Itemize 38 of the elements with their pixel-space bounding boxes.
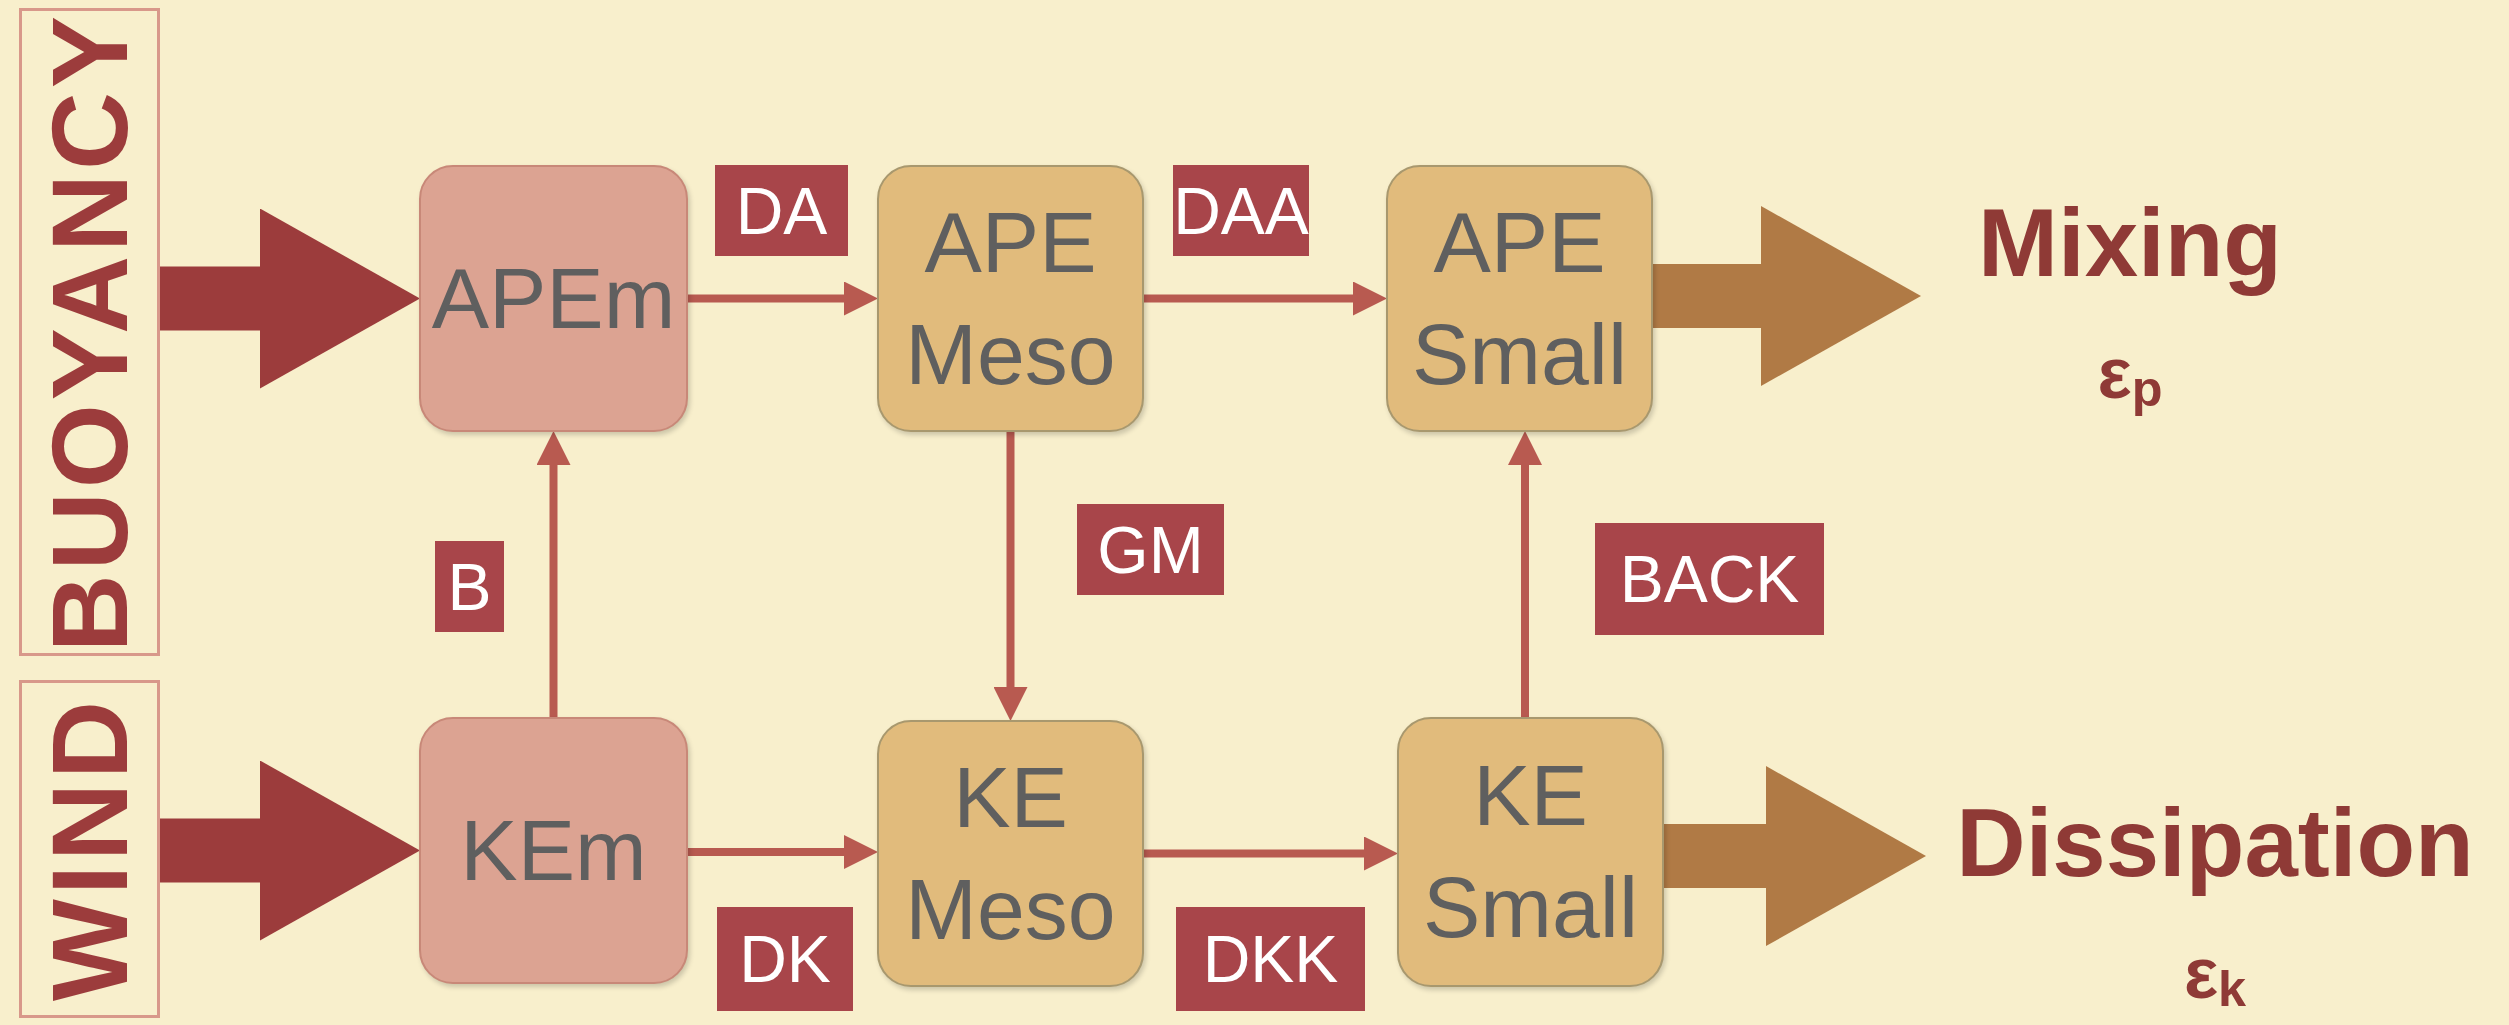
node-label: Mixing xyxy=(1978,188,2282,299)
process-box xyxy=(1397,717,1664,987)
node-label: APE Meso xyxy=(904,192,1117,404)
node-label: APEm xyxy=(431,248,676,348)
block-arrow xyxy=(1664,766,1926,946)
process-box xyxy=(877,165,1144,432)
arrow xyxy=(688,281,878,316)
side-label-box xyxy=(19,680,160,1018)
edge-label: GM xyxy=(1077,504,1224,595)
block-arrow xyxy=(160,208,420,389)
process-box xyxy=(419,165,688,432)
symbol-label: ε$_{p}$ xyxy=(2097,331,2163,419)
block-arrow xyxy=(160,760,420,941)
side-label-box xyxy=(19,8,160,656)
arrow xyxy=(688,835,878,869)
block-arrow xyxy=(1653,206,1921,386)
node-label: BUOYANCY xyxy=(35,11,144,653)
arrow xyxy=(993,432,1028,721)
process-box xyxy=(877,720,1144,987)
node-label: Dissipation xyxy=(1956,788,2474,899)
node-label: KE Meso xyxy=(904,747,1117,959)
edge-label: DA xyxy=(715,165,848,256)
edge-label: BACK xyxy=(1595,523,1824,635)
arrow xyxy=(1144,281,1387,316)
node-label: APE Small xyxy=(1410,192,1628,404)
process-box xyxy=(1386,165,1653,432)
symbol-label: ε$_{k}$ xyxy=(2183,931,2247,1019)
node-label: KE Small xyxy=(1421,746,1639,957)
arrow xyxy=(536,431,571,717)
edge-label: B xyxy=(435,541,504,632)
arrow xyxy=(1508,431,1542,717)
edge-label: DKK xyxy=(1176,907,1365,1011)
process-box xyxy=(419,717,688,984)
edge-label: DAA xyxy=(1173,165,1309,256)
node-label: WIND xyxy=(35,697,144,1001)
node-label: KEm xyxy=(460,800,647,900)
arrow xyxy=(1144,836,1398,871)
edge-label: DK xyxy=(717,907,853,1011)
